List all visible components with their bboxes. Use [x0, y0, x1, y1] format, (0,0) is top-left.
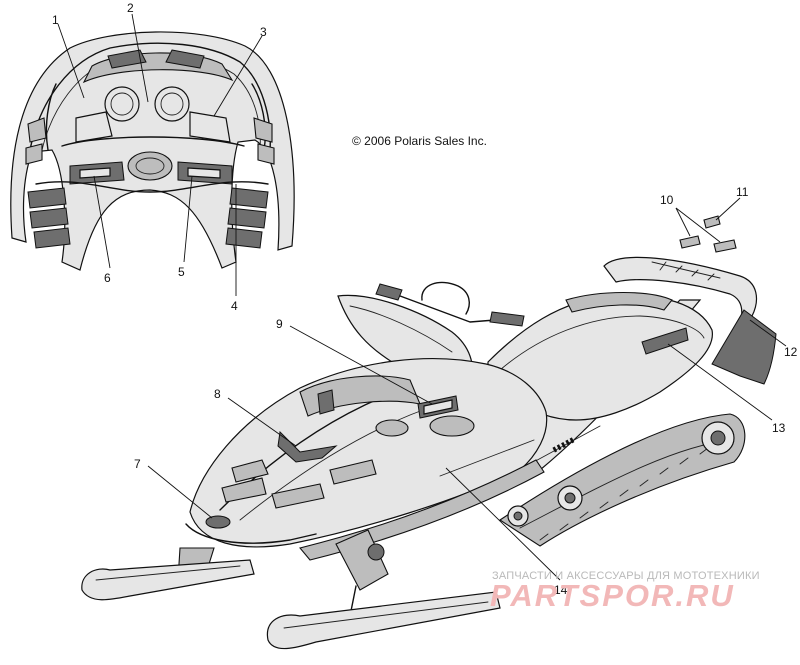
callout-2: 2 — [127, 1, 134, 15]
callout-4: 4 — [231, 299, 238, 313]
callout-8: 8 — [214, 387, 221, 401]
callout-11: 11 — [736, 185, 749, 199]
callout-13: 13 — [772, 421, 786, 435]
callout-6: 6 — [104, 271, 111, 285]
copyright-notice: © 2006 Polaris Sales Inc. — [352, 134, 487, 148]
watermark-subtitle: ЗАПЧАСТИ И АКСЕССУАРЫ ДЛЯ МОТОТЕХНИКИ — [492, 570, 760, 582]
snowmobile: ▮▮▮▮▮ — [81, 256, 777, 650]
callout-10: 10 — [660, 193, 674, 207]
callout-1: 1 — [52, 13, 59, 27]
callout-numbers: 1 2 3 4 5 6 7 8 9 10 11 12 13 14 — [52, 1, 798, 597]
callout-14: 14 — [554, 583, 568, 597]
loose-decals — [679, 215, 737, 253]
hood-dash-inset — [10, 31, 295, 271]
callout-12: 12 — [784, 345, 798, 359]
callout-3: 3 — [260, 25, 267, 39]
leader-lines — [57, 13, 787, 581]
callout-5: 5 — [178, 265, 185, 279]
callout-9: 9 — [276, 317, 283, 331]
callout-7: 7 — [134, 457, 141, 471]
watermark-logo: PARTSPOR.RU — [490, 578, 735, 613]
